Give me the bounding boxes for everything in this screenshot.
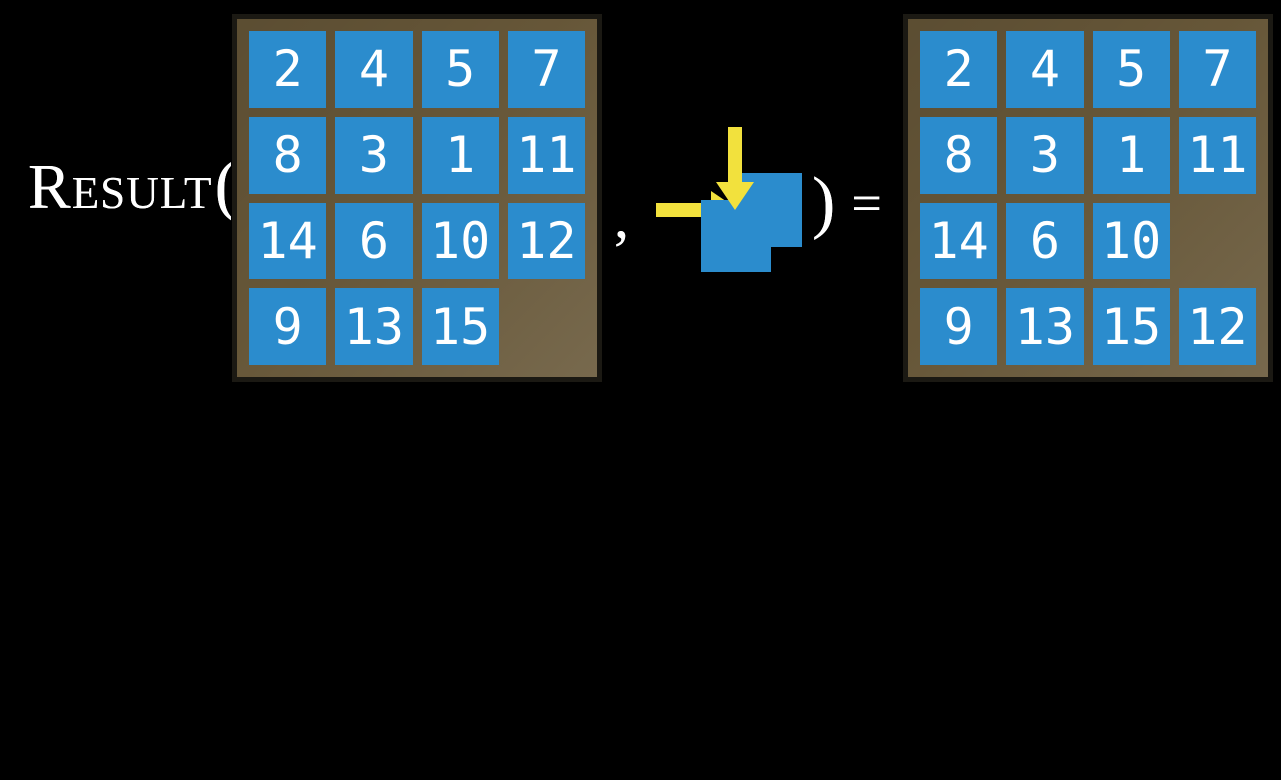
puzzle-tile-13: 13 <box>335 288 413 365</box>
action-tile <box>701 200 771 272</box>
puzzle-tile-2: 2 <box>920 31 998 108</box>
comma-separator: , <box>614 184 629 250</box>
function-name: Result <box>28 151 213 222</box>
puzzle-tile-6: 6 <box>335 202 413 280</box>
empty-cell <box>508 288 585 365</box>
down-arrow-icon <box>716 127 754 210</box>
comma-separator: , <box>614 184 629 250</box>
puzzle-tile-1: 1 <box>421 116 499 194</box>
puzzle-tile-11: 11 <box>507 116 585 194</box>
puzzle-tile-3: 3 <box>1006 116 1084 194</box>
close-paren-equals: ) = <box>812 150 882 256</box>
puzzle-tile-14: 14 <box>249 202 327 280</box>
puzzle-tile-15: 15 <box>421 288 499 365</box>
puzzle-tile-1: 1 <box>1092 116 1170 194</box>
puzzle-tile-8: 8 <box>920 116 998 194</box>
puzzle-tile-5: 5 <box>421 31 499 108</box>
puzzle-tile-11: 11 <box>1178 116 1256 194</box>
puzzle-tile-7: 7 <box>507 31 585 108</box>
puzzle-tile-5: 5 <box>1092 31 1170 108</box>
close-paren-equals: ) = <box>812 150 882 256</box>
puzzle-tile-12: 12 <box>1178 288 1256 365</box>
puzzle-tile-12: 12 <box>507 202 585 280</box>
puzzle-tile-8: 8 <box>249 116 327 194</box>
puzzle-tile-9: 9 <box>249 288 327 365</box>
puzzle-tile-4: 4 <box>335 31 413 108</box>
puzzle-tile-13: 13 <box>1006 288 1084 365</box>
puzzle-tile-2: 2 <box>249 31 327 108</box>
puzzle-tile-4: 4 <box>1006 31 1084 108</box>
puzzle-tile-14: 14 <box>920 202 998 280</box>
puzzle-tile-3: 3 <box>335 116 413 194</box>
puzzle-tile-10: 10 <box>1092 202 1170 280</box>
puzzle-tile-6: 6 <box>1006 202 1084 280</box>
result-function-label: Result( <box>28 150 238 224</box>
puzzle-tile-9: 9 <box>920 288 998 365</box>
puzzle-tile-7: 7 <box>1178 31 1256 108</box>
close-paren: ) <box>812 164 836 241</box>
close-paren: ) <box>812 164 836 241</box>
empty-cell <box>1179 203 1256 280</box>
equals-sign: = <box>851 173 882 233</box>
function-name: Result <box>28 151 213 222</box>
equals-sign: = <box>851 173 882 233</box>
puzzle-tile-10: 10 <box>421 202 499 280</box>
puzzle-tile-15: 15 <box>1092 288 1170 365</box>
